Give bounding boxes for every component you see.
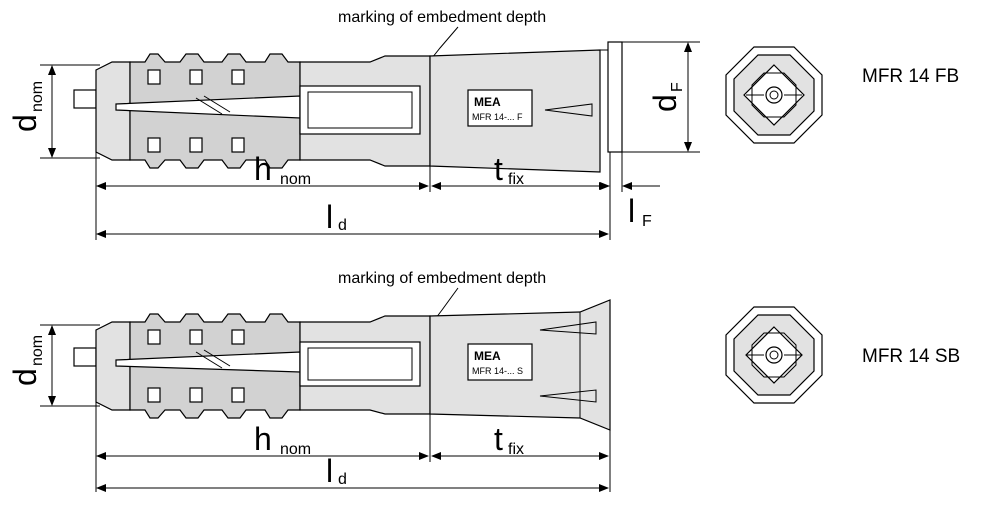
svg-text:t: t	[494, 151, 503, 187]
svg-text:F: F	[642, 213, 652, 230]
slot-sb	[231, 387, 245, 403]
head-wedge-fb	[544, 103, 593, 117]
svg-text:l: l	[326, 453, 333, 489]
df-label: d F	[647, 82, 686, 112]
svg-text:nom: nom	[280, 171, 311, 188]
octagon-inner-sb	[751, 332, 797, 378]
head-wedge-bot-sb	[539, 389, 597, 403]
spring-tab-sb	[195, 351, 223, 369]
dnom-label-sb: d nom	[7, 335, 46, 386]
marking-note-fb: marking of embedment depth	[338, 9, 546, 26]
marking-leader-sb	[435, 287, 459, 319]
svg-text:t: t	[494, 421, 503, 457]
flange-fb	[607, 41, 623, 153]
sleeve-inner-fb	[307, 91, 413, 129]
ld-label-fb: l d	[326, 199, 347, 235]
svg-text:l: l	[628, 193, 635, 229]
svg-text:F: F	[669, 82, 686, 92]
slot-fb	[147, 137, 161, 153]
tip-stub-fb	[73, 89, 97, 109]
svg-text:nom: nom	[29, 335, 46, 366]
ld-label-sb: l d	[326, 453, 347, 489]
slot-fb	[231, 69, 245, 85]
stamp-sub-sb: MFR 14-... S	[472, 366, 523, 376]
svg-text:nom: nom	[280, 441, 311, 458]
lf-label: l F	[628, 193, 652, 230]
octagon-inner-fb	[751, 72, 797, 118]
bore-inner-fb	[769, 90, 779, 100]
slot-sb	[147, 387, 161, 403]
stamp-sub-fb: MFR 14-... F	[472, 112, 523, 122]
stamp-box-fb	[467, 89, 533, 127]
tfix-label-fb: t fix	[494, 151, 524, 188]
slot-fb	[189, 69, 203, 85]
slot-fb	[147, 69, 161, 85]
svg-text:fix: fix	[508, 441, 524, 458]
head-wedge-top-sb	[539, 321, 597, 335]
svg-text:d: d	[7, 368, 43, 386]
hnom-label-sb: h nom	[254, 421, 311, 458]
svg-text:h: h	[254, 421, 272, 457]
svg-text:d: d	[647, 94, 683, 112]
marking-note-sb: marking of embedment depth	[338, 270, 546, 287]
dnom-label-fb: d nom	[7, 81, 46, 132]
svg-text:h: h	[254, 151, 272, 187]
svg-text:d: d	[338, 217, 347, 234]
slot-fb	[231, 137, 245, 153]
spring-tab-fb	[203, 95, 231, 113]
end-view-fb	[725, 46, 823, 144]
sleeve-inner-sb	[307, 347, 413, 381]
slot-sb	[147, 329, 161, 345]
svg-text:fix: fix	[508, 171, 524, 188]
slot-sb	[231, 329, 245, 345]
slot-fb	[189, 137, 203, 153]
marking-leader-fb	[431, 26, 459, 59]
anchor-fb-drawing: marking of embedment depth d nom	[7, 9, 959, 240]
slot-sb	[189, 329, 203, 345]
svg-text:d: d	[338, 471, 347, 488]
tfix-label-sb: t fix	[494, 421, 524, 458]
spring-tab-fb	[195, 97, 223, 115]
hnom-label-fb: h nom	[254, 151, 311, 188]
svg-text:d: d	[7, 114, 43, 132]
nose-fb	[95, 61, 131, 161]
tip-stub-sb	[73, 347, 97, 367]
spring-tab-sb	[203, 349, 231, 367]
variant-label-fb: MFR 14 FB	[862, 66, 959, 87]
variant-label-sb: MFR 14 SB	[862, 346, 960, 367]
svg-text:nom: nom	[29, 81, 46, 112]
bore-inner-sb	[769, 350, 779, 360]
stamp-text-fb: MEA	[474, 95, 501, 109]
stamp-box-sb	[467, 343, 533, 381]
end-view-sb	[725, 306, 823, 404]
sleeve-window-sb	[299, 341, 421, 387]
slot-sb	[189, 387, 203, 403]
sleeve-window-fb	[299, 85, 421, 135]
anchor-sb-drawing: marking of embedment depth d nom MEA MFR	[7, 270, 960, 492]
bore-fb	[765, 86, 783, 104]
svg-text:l: l	[326, 199, 333, 235]
stamp-text-sb: MEA	[474, 349, 501, 363]
bore-sb	[765, 346, 783, 364]
